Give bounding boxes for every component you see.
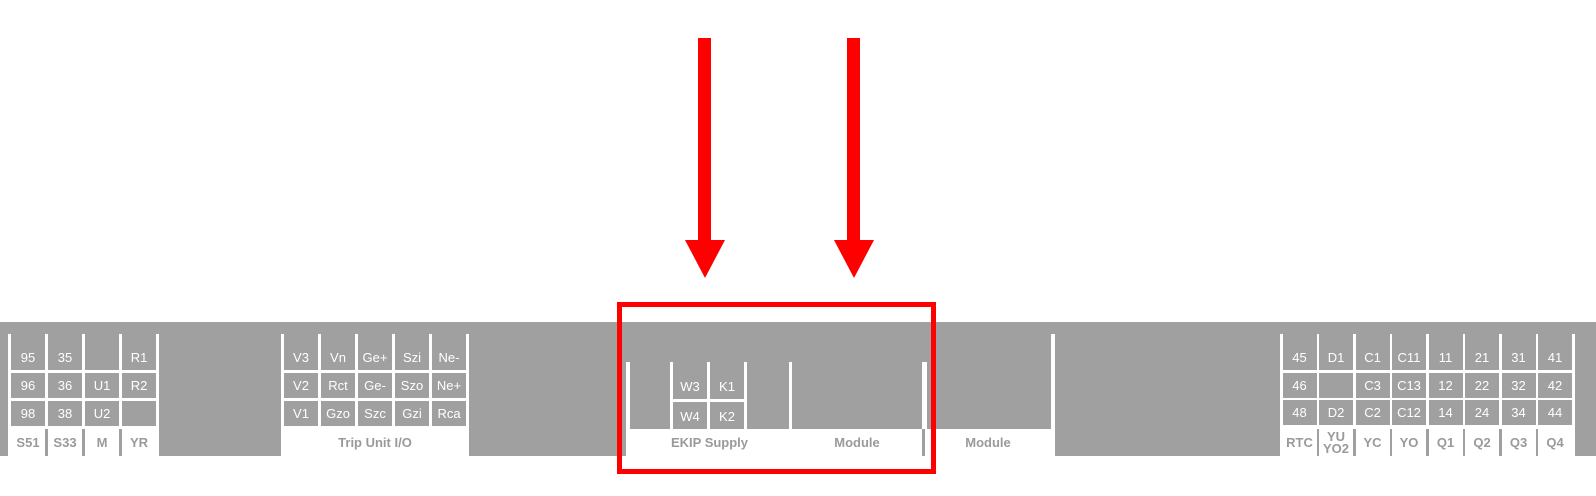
group-label-yu-yo2: YU YO2 [1319,429,1353,456]
terminal-Szo: Szo [395,373,429,398]
group-label-q1: Q1 [1428,429,1463,456]
terminal-Rca: Rca [432,401,466,426]
terminal-45: 45 [1282,334,1317,370]
terminal-empty [1319,372,1353,398]
terminal-Rct: Rct [321,373,355,398]
terminal-U2: U2 [85,401,119,426]
group-label-q4: Q4 [1538,429,1572,456]
terminal-21: 21 [1465,334,1499,370]
terminal-Szi: Szi [395,334,429,370]
terminal-48: 48 [1282,400,1317,425]
terminal-36: 36 [48,373,82,398]
label-separator [1535,429,1538,456]
terminal-W4: W4 [673,402,707,429]
red-arrow-2-shaft [847,38,860,242]
terminal-empty [630,362,670,429]
terminal-46: 46 [1282,372,1317,398]
terminal-C1: C1 [1355,334,1390,370]
terminal-K1: K1 [710,362,744,399]
terminal-42: 42 [1538,372,1572,398]
label-separator [1462,429,1465,456]
terminal-41: 41 [1538,334,1572,370]
terminal-K2: K2 [710,402,744,429]
terminal-C3: C3 [1355,372,1390,398]
terminal-C12: C12 [1392,400,1426,425]
terminal-14: 14 [1428,400,1463,425]
group-label-module: Module [792,429,922,456]
terminal-31: 31 [1501,334,1536,370]
terminal-U1: U1 [85,373,119,398]
terminal-V1: V1 [284,401,318,426]
label-separator [82,429,85,456]
terminal-V3: V3 [284,334,318,370]
terminal-35: 35 [48,334,82,370]
terminal-Ne-: Ne- [432,334,466,370]
terminal-98: 98 [11,401,45,426]
terminal-D2: D2 [1319,400,1353,425]
terminal-empty [747,362,789,429]
terminal-Szc: Szc [358,401,392,426]
terminal-empty [122,401,156,426]
highlight-box [617,302,936,474]
group-label-q3: Q3 [1501,429,1536,456]
terminal-11: 11 [1428,334,1463,370]
terminal-Gzi: Gzi [395,401,429,426]
terminal-V2: V2 [284,373,318,398]
terminal-Ne+: Ne+ [432,373,466,398]
label-separator [119,429,122,456]
module-2-right-edge [1051,334,1055,456]
terminal-C2: C2 [1355,400,1390,425]
label-separator [1353,429,1356,456]
group-label-rtc: RTC [1282,429,1317,456]
label-separator [922,429,925,456]
terminal-95: 95 [11,334,45,370]
terminal-Vn: Vn [321,334,355,370]
group-label-s51: S51 [11,429,45,456]
red-arrow-1-head [685,240,725,278]
terminal-W3: W3 [673,362,707,399]
label-separator [45,429,48,456]
label-separator [1316,429,1319,456]
group-label-trip-unit-io: Trip Unit I/O [284,429,466,456]
label-separator [1389,429,1392,456]
group-label-yo: YO [1392,429,1426,456]
module-slot [792,362,922,429]
group-label-module: Module [925,429,1051,456]
terminal-96: 96 [11,373,45,398]
terminal-empty [85,334,119,370]
group-label-yc: YC [1355,429,1390,456]
terminal-Gzo: Gzo [321,401,355,426]
terminal-44: 44 [1538,400,1572,425]
terminal-24: 24 [1465,400,1499,425]
group-label-m: M [85,429,119,456]
terminal-Ge+: Ge+ [358,334,392,370]
terminal-Ge-: Ge- [358,373,392,398]
terminal-C13: C13 [1392,372,1426,398]
group-label-yr: YR [122,429,156,456]
terminal-D1: D1 [1319,334,1353,370]
terminal-R1: R1 [122,334,156,370]
group-label-ekip-supply: EKIP Supply [630,429,789,456]
group-label-q2: Q2 [1465,429,1499,456]
red-arrow-1-shaft [698,38,711,242]
terminal-12: 12 [1428,372,1463,398]
terminal-32: 32 [1501,372,1536,398]
terminal-22: 22 [1465,372,1499,398]
terminal-38: 38 [48,401,82,426]
terminal-C11: C11 [1392,334,1426,370]
red-arrow-2-head [834,240,874,278]
label-separator [1499,429,1502,456]
terminal-34: 34 [1501,400,1536,425]
terminal-R2: R2 [122,373,156,398]
group-label-s33: S33 [48,429,82,456]
label-separator [1426,429,1429,456]
